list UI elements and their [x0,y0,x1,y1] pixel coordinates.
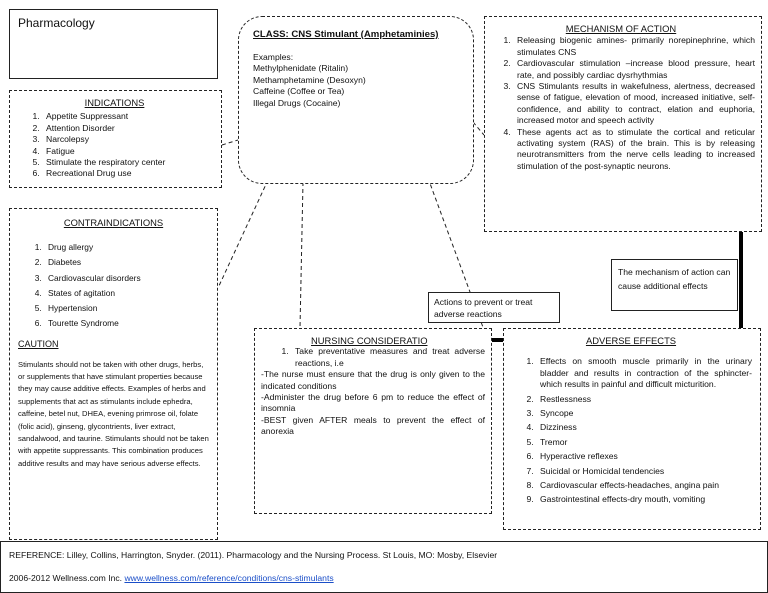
indications-list: Appetite Suppressant Attention Disorder … [16,111,213,179]
list-item: Tremor [536,437,752,448]
list-item: Gastrointestinal effects-dry mouth, vomi… [536,494,752,505]
example-item: Caffeine (Coffee or Tea) [253,86,345,97]
website-link[interactable]: www.wellness.com/reference/conditions/cn… [124,573,334,583]
list-item: Attention Disorder [42,123,213,134]
nursing-line: -BEST given AFTER meals to prevent the e… [261,414,485,437]
list-item: Restlessness [536,394,752,405]
page-title: Pharmacology [18,16,95,30]
nursing-line: -The nurse must ensure that the drug is … [261,369,485,391]
list-item: Hyperactive reflexes [536,451,752,462]
connector-class-mechanism [472,121,485,136]
title-box: Pharmacology [9,9,218,79]
reference-website-line: 2006-2012 Wellness.com Inc. www.wellness… [9,572,759,584]
list-item: Recreational Drug use [42,168,213,179]
connector-class-nursing [299,181,304,329]
actions-note-box: Actions to prevent or treat adverse reac… [428,292,560,323]
mechanism-list: Releasing biogenic amines- primarily nor… [487,35,755,172]
list-item: Dizziness [536,422,752,433]
list-item: These agents act as to stimulate the cor… [513,127,755,173]
example-item: Illegal Drugs (Cocaine) [253,97,341,108]
website-prefix: 2006-2012 Wellness.com Inc. [9,573,123,583]
connector-class-indications [221,139,239,146]
list-item: Fatigue [42,146,213,157]
list-item: Releasing biogenic amines- primarily nor… [513,35,755,58]
list-item: CNS Stimulants results in wakefulness, a… [513,81,755,127]
list-item: Take preventative measures and treat adv… [291,346,485,369]
list-item: Cardiovascular disorders [44,271,209,286]
adverse-heading: ADVERSE EFFECTS [585,335,677,346]
caution-heading: CAUTION [18,339,59,350]
nursing-line: -Administer the drug before 6 pm to redu… [261,392,485,414]
indications-heading: INDICATIONS [84,97,145,108]
example-item: Methylphenidate (Ritalin) [253,63,349,74]
list-item: Cardiovascular effects-headaches, angina… [536,480,752,491]
indications-box: INDICATIONS Appetite Suppressant Attenti… [9,90,222,188]
caution-text: Stimulants should not be taken with othe… [18,359,209,468]
nursing-heading: NURSING CONSIDERATIO [311,335,428,346]
list-item: Syncope [536,408,752,419]
list-item: Suicidal or Homicidal tendencies [536,466,752,477]
list-item: Drug allergy [44,240,209,255]
list-item: Stimulate the respiratory center [42,157,213,168]
class-heading: CLASS: CNS Stimulant (Amphetaminies) [253,29,439,40]
nursing-list: Take preventative measures and treat adv… [261,346,485,369]
contraindications-heading: CONTRAINDICATIONS [63,217,164,228]
list-item: Cardiovascular stimulation –increase blo… [513,58,755,81]
examples-label: Examples: [253,52,294,62]
example-item: Methamphetamine (Desoxyn) [253,74,366,85]
list-item: Effects on smooth muscle primarily in th… [536,356,752,390]
actions-note: Actions to prevent or treat adverse reac… [434,297,533,319]
list-item: States of agitation [44,286,209,301]
list-item: Hypertension [44,301,209,316]
nursing-box: NURSING CONSIDERATIO Take preventative m… [254,328,492,514]
list-item: Diabetes [44,255,209,270]
adverse-box: ADVERSE EFFECTS Effects on smooth muscle… [503,328,761,530]
mechanism-note-box: The mechanism of action can cause additi… [611,259,738,311]
contraindications-list: Drug allergy Diabetes Cardiovascular dis… [18,240,209,331]
mechanism-note: The mechanism of action can cause additi… [618,267,731,291]
reference-citation: REFERENCE: Lilley, Collins, Harrington, … [9,550,498,560]
list-item: Tourette Syndrome [44,316,209,331]
adverse-list: Effects on smooth muscle primarily in th… [510,356,752,505]
mechanism-heading: MECHANISM OF ACTION [565,23,677,34]
connector-class-contraindications [217,179,269,289]
contraindications-box: CONTRAINDICATIONS Drug allergy Diabetes … [9,208,218,540]
list-item: Appetite Suppressant [42,111,213,122]
list-item: Narcolepsy [42,134,213,145]
mechanism-box: MECHANISM OF ACTION Releasing biogenic a… [484,16,762,232]
reference-box: REFERENCE: Lilley, Collins, Harrington, … [0,541,768,593]
class-box: CLASS: CNS Stimulant (Amphetaminies) Exa… [238,16,474,184]
